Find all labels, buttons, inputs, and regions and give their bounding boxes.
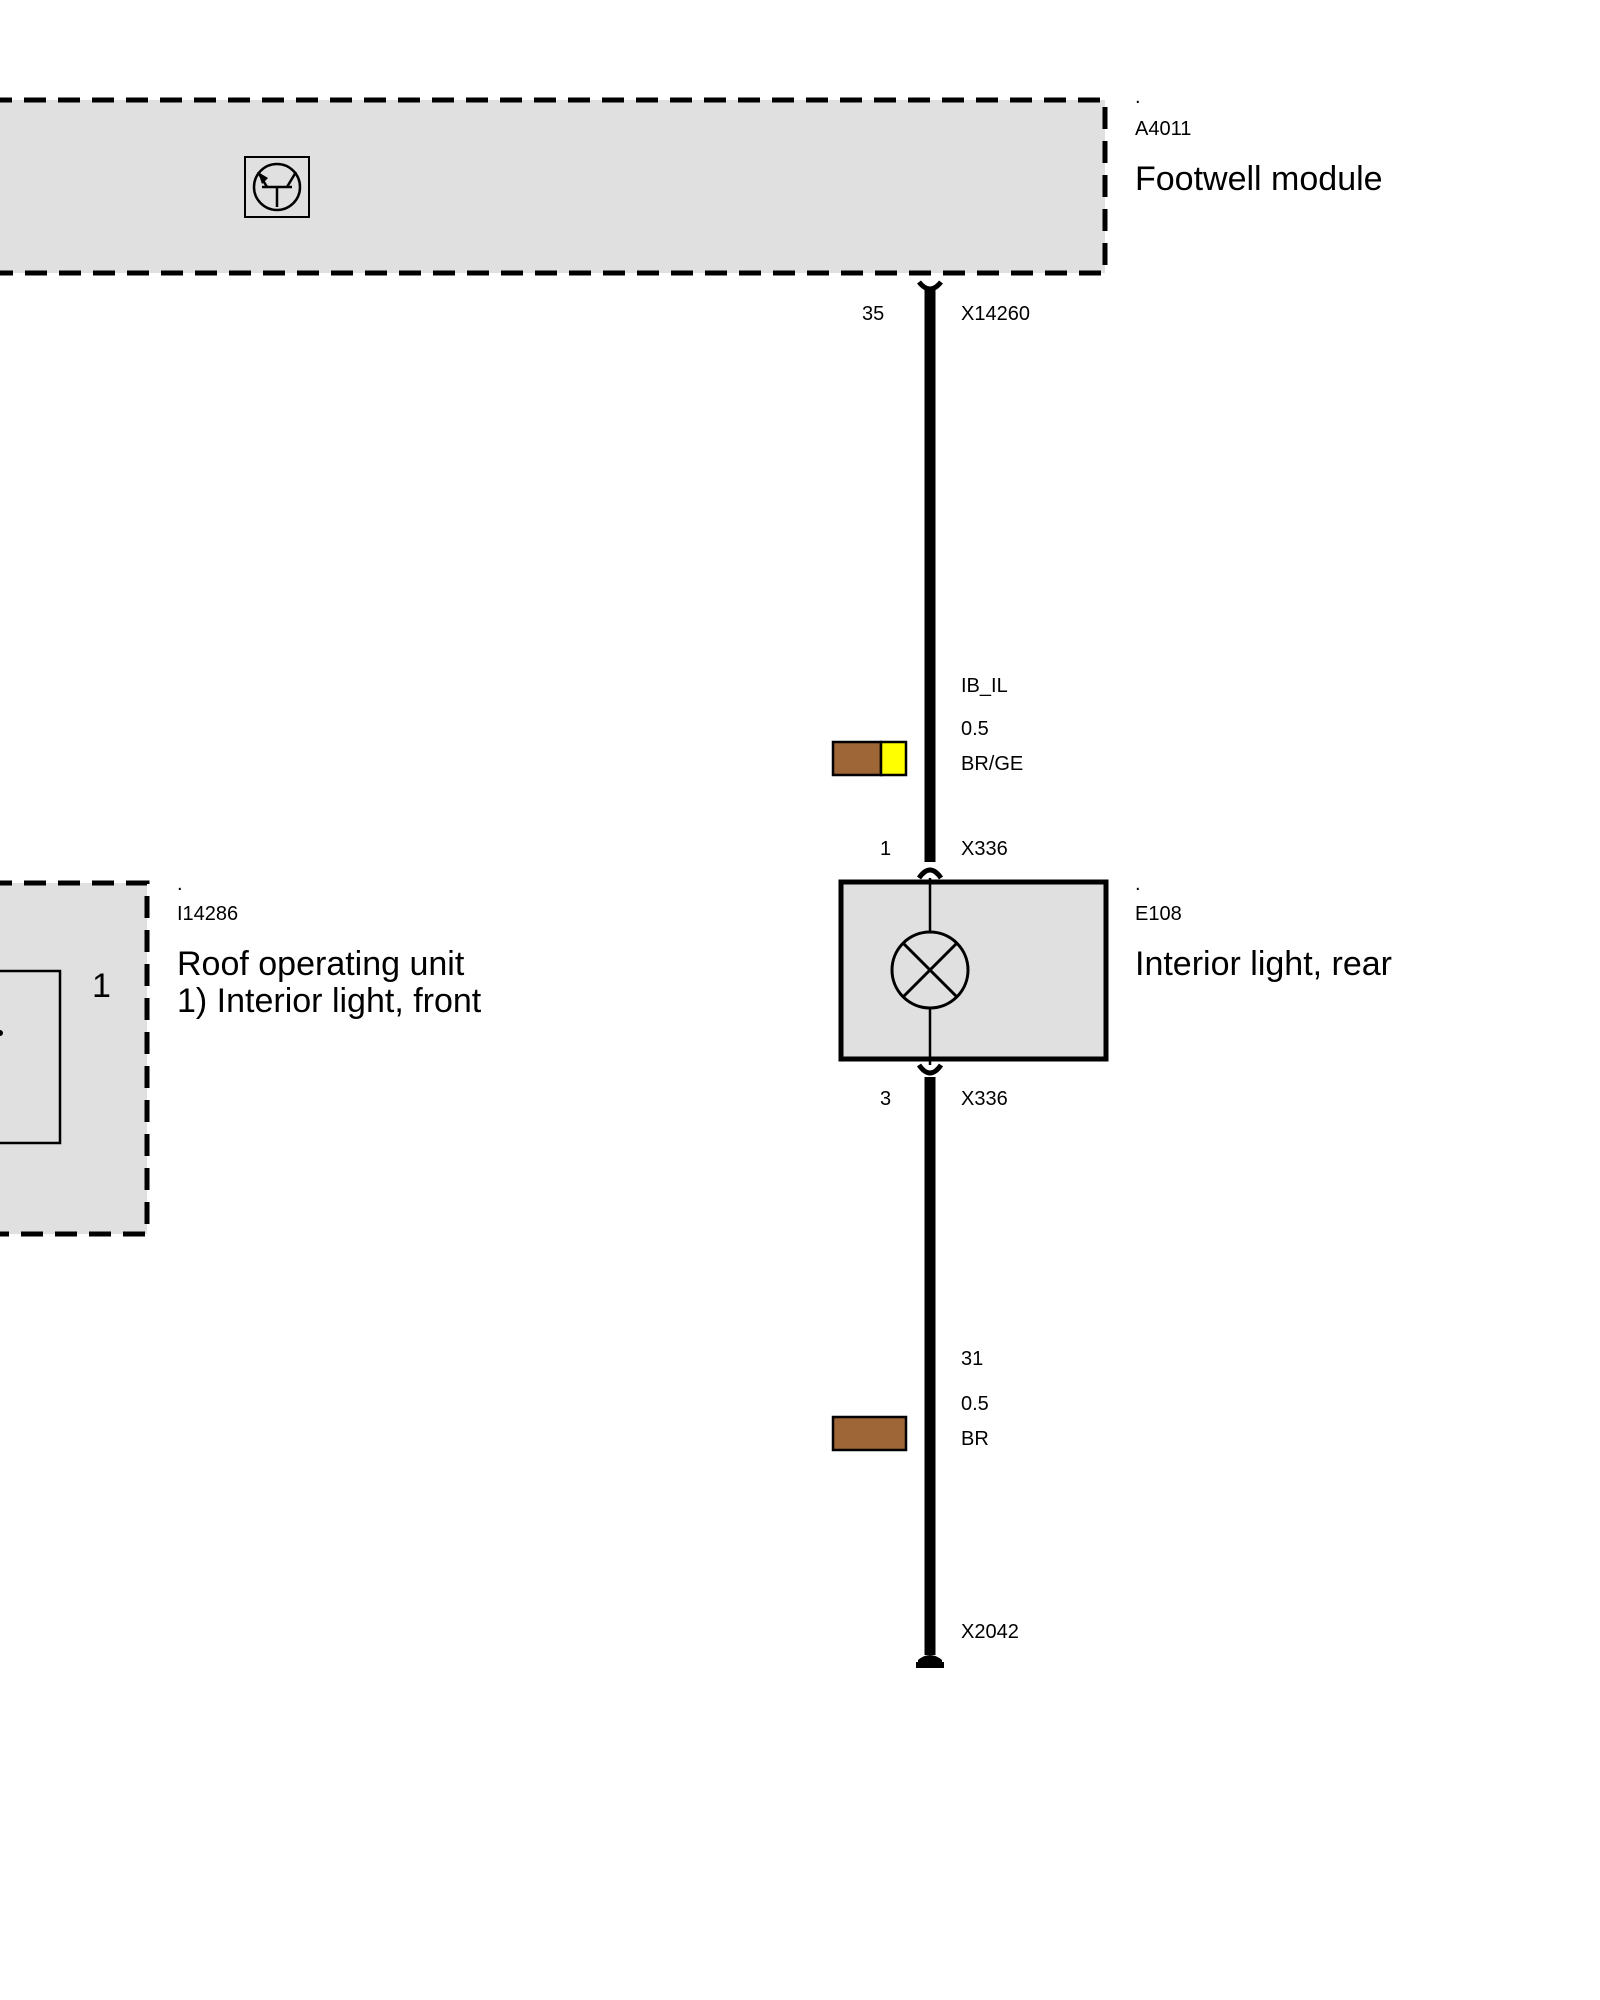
roof-unit-dot: . — [177, 873, 183, 895]
roof-operating-unit — [0, 880, 150, 1237]
footwell-module-code: A4011 — [1135, 118, 1191, 140]
interior-light-rear-name: Interior light, rear — [1135, 945, 1392, 983]
lamp-connector-out-code: X336 — [961, 1088, 1008, 1110]
ground-code: X2042 — [961, 1621, 1019, 1643]
wire-upper-signal: IB_IL — [961, 675, 1008, 697]
wire-upper-size: 0.5 — [961, 718, 989, 740]
roof-unit-pin: 1 — [92, 967, 111, 1005]
interior-light-rear-dot: . — [1135, 873, 1141, 895]
footwell-module — [0, 97, 1108, 276]
wire-lower-color-code: BR — [961, 1428, 989, 1450]
transistor-icon — [244, 156, 310, 218]
wire-lower-signal: 31 — [961, 1348, 983, 1370]
roof-unit-code: I14286 — [177, 903, 238, 925]
lamp-connector-out-pin: 3 — [880, 1088, 891, 1110]
connector-top-code: X14260 — [961, 303, 1030, 325]
interior-light-rear — [838, 878, 1109, 1065]
lamp-icon — [890, 930, 970, 1010]
lamp-connector-out-arc — [916, 1063, 944, 1076]
interior-light-rear-code: E108 — [1135, 903, 1182, 925]
lamp-connector-in-arc — [916, 867, 944, 880]
roof-unit-name-line2: 1) Interior light, front — [177, 982, 482, 1020]
wire-upper-color-swatch — [831, 740, 908, 777]
lamp-connector-in-pin: 1 — [880, 838, 891, 860]
lamp-connector-in-code: X336 — [961, 838, 1008, 860]
ground-icon — [916, 1655, 944, 1668]
wire-lower-size: 0.5 — [961, 1393, 989, 1415]
footwell-module-name: Footwell module — [1135, 160, 1383, 198]
footwell-module-box — [0, 97, 1108, 276]
interior-light-rear-box — [838, 879, 1109, 1062]
wire-upper-color-code: BR/GE — [961, 753, 1023, 775]
footwell-module-dot: . — [1135, 86, 1141, 108]
roof-unit-name-line1: Roof operating unit — [177, 945, 465, 983]
roof-operating-unit-inner — [0, 969, 62, 1145]
connector-top-pin: 35 — [862, 303, 884, 325]
connector-x14260 — [917, 280, 943, 292]
wire-lower-color-swatch — [831, 1415, 908, 1452]
